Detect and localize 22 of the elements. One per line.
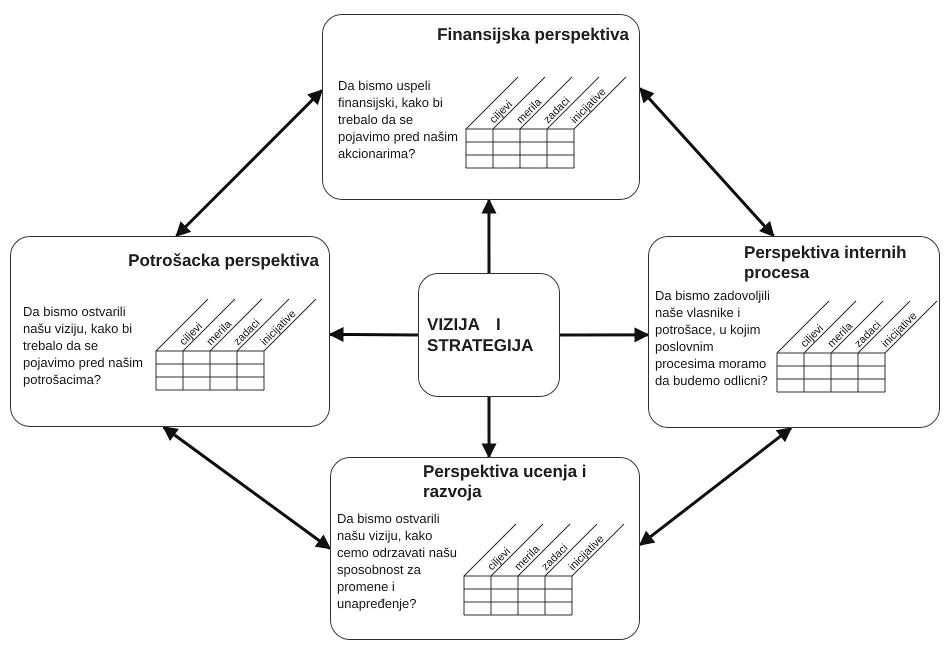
perspective-card [330, 457, 640, 640]
arrow [638, 87, 775, 238]
question-text: Da bismo ostvarili našu viziju, kako bi trebalo da se pojavimo pred našim potrošacima? [23, 303, 144, 388]
card-heading: Perspektiva internih procesa [744, 243, 908, 283]
perspective-card [322, 14, 640, 200]
question-text: Da bismo ostvarili našu viziju, kako cemo odrzavati našu sposobnost za promene i unapređenje? [337, 510, 458, 612]
perspective-card [10, 236, 330, 427]
vision-box [418, 273, 560, 397]
arrow [638, 426, 792, 546]
vision-text: VIZIJA I STRATEGIJA [426, 314, 534, 356]
question-text: Da bismo uspeli finansijski, kako bi trebalo da se pojavimo pred našim akcionarima? [338, 77, 459, 162]
perspective-card [648, 236, 940, 428]
arrow [328, 326, 418, 342]
arrow [560, 327, 650, 342]
arrow [175, 89, 324, 238]
arrow [162, 426, 332, 550]
arrow [481, 198, 496, 273]
question-text: Da bismo zadovoljili naše vlasnike i potrošace, u kojim poslovnim procesima moramo da budemo odlicni? [655, 287, 771, 389]
card-heading: Perspektiva ucenja i razvoja [423, 462, 588, 502]
card-heading: Finansijska perspektiva [437, 25, 629, 45]
arrow [482, 397, 497, 458]
card-heading: Potrošacka perspektiva [128, 251, 319, 271]
